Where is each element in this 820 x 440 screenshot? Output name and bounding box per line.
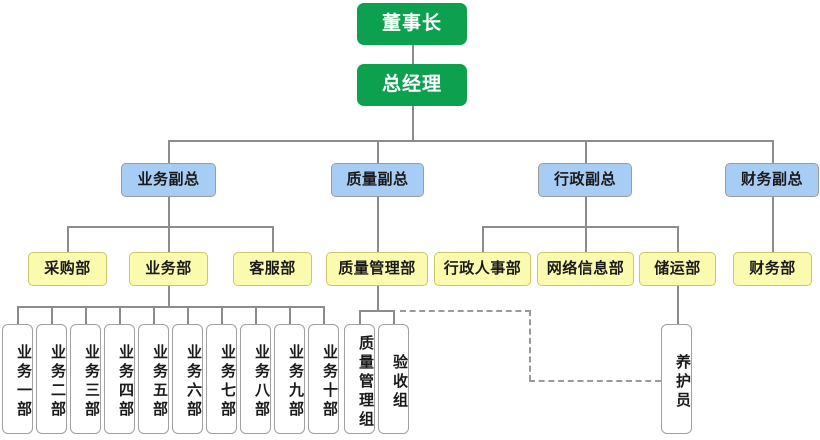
connector-dep-business-down	[168, 286, 170, 307]
node-vp-finance[interactable]: 财务副总	[725, 163, 819, 197]
connector-vp-business-down	[168, 197, 170, 227]
connector-bus-bu4	[119, 306, 121, 325]
node-general-manager-label: 总经理	[381, 74, 442, 96]
connector-chairman-gm	[412, 44, 414, 70]
connector-bus-bu5	[153, 306, 155, 325]
connector-bus-bu8	[255, 306, 257, 325]
connector-vp-quality-dep-quality	[377, 197, 379, 252]
connector-vp-bus	[168, 140, 774, 142]
node-chairman[interactable]: 董事长	[357, 3, 467, 45]
connector-bus-dep-business	[168, 226, 170, 252]
connector-bus-qg1	[359, 310, 361, 325]
node-bu8-label: 业务八部	[253, 344, 270, 420]
node-dep-service-label: 客服部	[249, 260, 296, 278]
connector-bus-dep-service	[272, 226, 274, 252]
connector-bus-dep-hr	[482, 226, 484, 252]
node-bu5[interactable]: 业务五部	[138, 324, 169, 434]
node-bu10[interactable]: 业务十部	[308, 324, 339, 434]
node-bu7[interactable]: 业务七部	[206, 324, 237, 434]
node-bu7-label: 业务七部	[219, 344, 236, 420]
connector-bus-bu9	[289, 306, 291, 325]
connector-quality-group-bus	[359, 310, 395, 312]
node-vp-finance-label: 财务副总	[740, 171, 803, 189]
connector-bus-bu2	[51, 306, 53, 325]
node-dep-logistics[interactable]: 储运部	[639, 252, 716, 286]
node-bu10-label: 业务十部	[321, 344, 338, 420]
node-bu9[interactable]: 业务九部	[274, 324, 305, 434]
node-dep-hr-label: 行政人事部	[443, 260, 522, 278]
connector-bus-vp-business	[168, 140, 170, 164]
node-dep-quality-label: 质量管理部	[338, 260, 416, 278]
node-dep-finance[interactable]: 财务部	[733, 252, 812, 286]
connector-dep-quality-down	[377, 286, 379, 311]
connector-admin-dept-bus	[482, 226, 678, 228]
connector-business-unit-bus	[17, 306, 325, 308]
node-dep-service[interactable]: 客服部	[233, 252, 312, 286]
node-quality-group-management[interactable]: 质量管理组	[344, 324, 375, 434]
connector-bus-dep-logistics	[677, 226, 679, 252]
connector-bus-bu1	[17, 306, 19, 325]
node-chairman-label: 董事长	[381, 13, 442, 35]
node-vp-quality-label: 质量副总	[346, 171, 409, 189]
node-dep-finance-label: 财务部	[749, 260, 796, 278]
node-bu3[interactable]: 业务三部	[70, 324, 101, 434]
connector-bus-vp-admin	[585, 140, 587, 164]
node-dep-it-label: 网络信息部	[546, 260, 625, 278]
node-vp-business-label: 业务副总	[137, 171, 200, 189]
node-bu1[interactable]: 业务一部	[2, 324, 33, 434]
node-quality-group-acceptance[interactable]: 验收组	[378, 324, 409, 434]
node-bu6[interactable]: 业务六部	[172, 324, 203, 434]
node-bu5-label: 业务五部	[151, 344, 168, 420]
node-dep-hr[interactable]: 行政人事部	[434, 252, 531, 286]
node-dep-business[interactable]: 业务部	[129, 252, 208, 286]
connector-bus-vp-finance	[772, 140, 774, 164]
node-dep-purchase-label: 采购部	[44, 260, 91, 278]
node-bu2-label: 业务二部	[49, 344, 66, 420]
connector-bus-bu3	[85, 306, 87, 325]
node-bu8[interactable]: 业务八部	[240, 324, 271, 434]
node-maintenance-staff-label: 养护员	[674, 353, 691, 411]
node-dep-purchase[interactable]: 采购部	[28, 252, 107, 286]
node-bu4-label: 业务四部	[117, 344, 134, 420]
connector-bus-vp-quality	[377, 140, 379, 164]
connector-bus-qg2	[393, 310, 395, 325]
node-bu2[interactable]: 业务二部	[36, 324, 67, 434]
node-bu1-label: 业务一部	[15, 344, 32, 420]
node-quality-group-management-label: 质量管理组	[357, 334, 374, 430]
connector-bus-bu6	[187, 306, 189, 325]
node-vp-admin-label: 行政副总	[553, 171, 616, 189]
node-dep-it[interactable]: 网络信息部	[537, 252, 634, 286]
connector-bus-dep-purchase	[67, 226, 69, 252]
connector-vp-admin-down	[585, 197, 587, 227]
dashed-connector-quality-segment-bottom	[529, 380, 661, 382]
node-bu4[interactable]: 业务四部	[104, 324, 135, 434]
connector-bus-dep-it	[585, 226, 587, 252]
node-dep-business-label: 业务部	[145, 260, 192, 278]
connector-dep-logistics-lg1	[677, 286, 679, 325]
node-vp-business[interactable]: 业务副总	[121, 163, 216, 197]
dashed-connector-quality-segment-vertical	[529, 310, 531, 381]
node-dep-quality[interactable]: 质量管理部	[326, 252, 428, 286]
node-quality-group-acceptance-label: 验收组	[391, 353, 408, 411]
node-general-manager[interactable]: 总经理	[357, 64, 467, 106]
connector-gm-down	[412, 106, 414, 142]
node-vp-admin[interactable]: 行政副总	[538, 163, 632, 197]
connector-bus-bu10	[323, 306, 325, 325]
node-maintenance-staff[interactable]: 养护员	[661, 324, 692, 434]
node-bu3-label: 业务三部	[83, 344, 100, 420]
node-vp-quality[interactable]: 质量副总	[331, 163, 424, 197]
connector-vp-finance-dep-finance	[772, 197, 774, 252]
node-dep-logistics-label: 储运部	[654, 260, 701, 278]
dashed-connector-quality-segment-top	[400, 310, 531, 312]
connector-bus-bu7	[221, 306, 223, 325]
node-bu6-label: 业务六部	[185, 344, 202, 420]
node-bu9-label: 业务九部	[287, 344, 304, 420]
connector-business-dept-bus	[67, 226, 273, 228]
